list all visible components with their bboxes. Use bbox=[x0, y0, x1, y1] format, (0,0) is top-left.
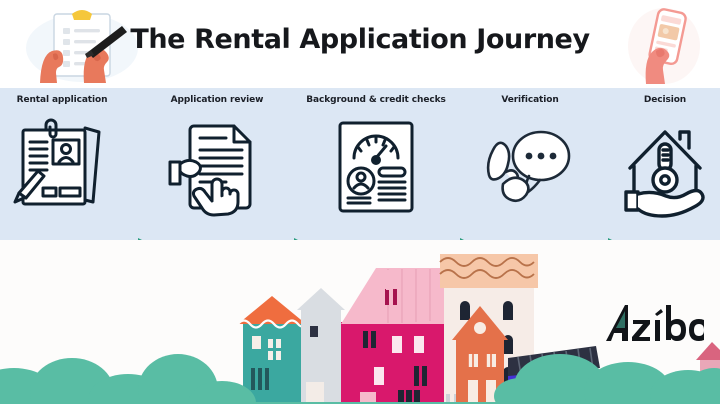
city-scene-illustration bbox=[0, 240, 720, 404]
step-label-application-review: Application review bbox=[170, 95, 264, 105]
flow-step-application-review: Application review bbox=[152, 88, 308, 252]
flow-step-rental-application: Rental application bbox=[0, 88, 152, 252]
teal-house bbox=[237, 296, 307, 404]
credit-report-gauge-icon bbox=[327, 114, 425, 218]
step-label-background-credit-checks: Background & credit checks bbox=[306, 95, 446, 105]
grey-house bbox=[297, 288, 345, 404]
flow-step-decision: Decision bbox=[610, 88, 720, 240]
hand-holding-phone-illustration bbox=[618, 4, 710, 86]
azibo-logo bbox=[600, 303, 709, 347]
speech-bubble-verification-icon bbox=[481, 114, 579, 218]
house-key-in-hand-icon bbox=[616, 114, 714, 218]
step-label-verification: Verification bbox=[501, 95, 559, 105]
process-flow-band: Rental application bbox=[0, 88, 720, 252]
orange-house bbox=[452, 306, 508, 404]
clipboard-checklist-hands-pen-illustration bbox=[22, 6, 142, 84]
bush-row bbox=[0, 354, 720, 404]
flow-step-background-credit-checks: Background & credit checks bbox=[300, 88, 474, 252]
flow-step-verification: Verification bbox=[470, 88, 622, 252]
document-review-hands-icon bbox=[168, 114, 266, 218]
step-label-decision: Decision bbox=[643, 95, 687, 105]
header: The Rental Application Journey bbox=[0, 0, 720, 88]
step-label-rental-application: Rental application bbox=[16, 95, 108, 105]
page-title: The Rental Application Journey bbox=[130, 24, 590, 55]
magenta-house bbox=[341, 268, 452, 404]
rental-application-document-icon bbox=[13, 114, 111, 218]
